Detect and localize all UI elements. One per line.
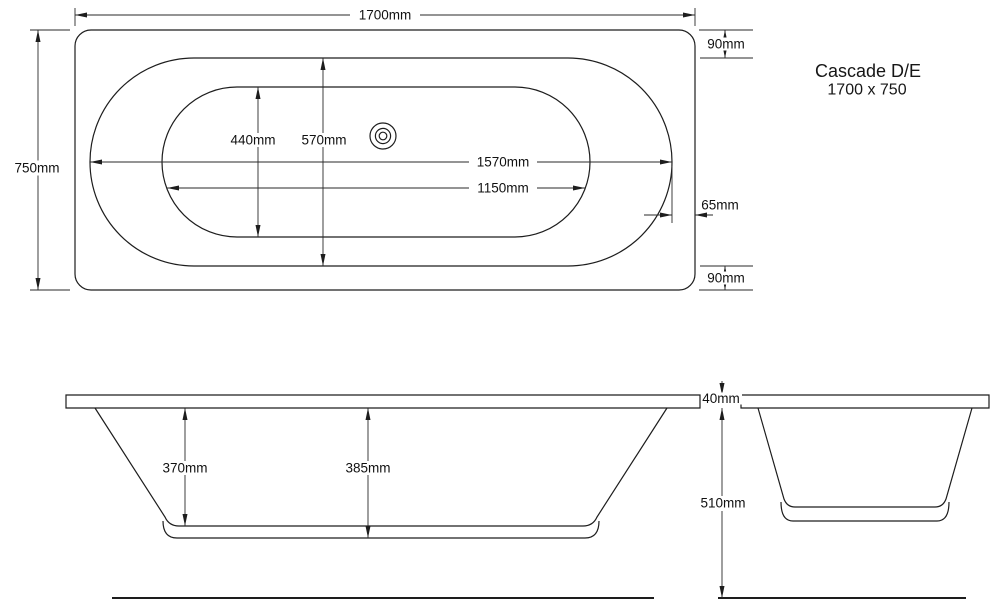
dim-rim-end: 65mm	[644, 166, 739, 223]
label-mask	[225, 133, 282, 147]
dim-label-basin-rim-length: 1570mm	[477, 155, 530, 170]
label-mask	[706, 37, 746, 51]
bath-base-profile	[780, 501, 950, 522]
dim-label-inner-depth: 370mm	[162, 461, 207, 476]
dim-outer-depth: 385mm	[340, 408, 397, 538]
drain-mid-ring	[374, 127, 392, 145]
label-mask	[696, 496, 750, 511]
dim-label-rim-bottom: 90mm	[707, 271, 745, 286]
dim-label-basin-rim-width: 570mm	[301, 133, 346, 148]
label-mask	[701, 392, 742, 405]
bath-base-profile	[162, 520, 600, 539]
label-mask	[157, 461, 214, 475]
dim-label-rim-top: 90mm	[707, 37, 745, 52]
model-size: 1700 x 750	[827, 82, 906, 99]
dim-label-basin-floor-width: 440mm	[230, 133, 275, 148]
label-mask	[350, 7, 420, 22]
bath-rim-outline	[74, 29, 696, 291]
dim-rim-thickness: 40mm	[701, 381, 742, 406]
end-view: 40mm 510mm	[696, 381, 990, 599]
dim-label-rim-end: 65mm	[701, 198, 739, 213]
dim-label-basin-floor-length: 1150mm	[477, 181, 529, 196]
label-mask	[296, 133, 353, 147]
dim-rim-top: 90mm	[699, 29, 753, 59]
dim-overall-length: 1700mm	[74, 7, 696, 26]
drain-outer-ring	[369, 122, 397, 150]
rim-profile	[740, 394, 990, 409]
title-block: Cascade D/E 1700 x 750	[815, 61, 921, 99]
dim-basin-rim-length: 1570mm	[90, 155, 672, 170]
label-mask	[706, 271, 746, 285]
dim-basin-floor-length: 1150mm	[167, 181, 585, 196]
top-view: 1700mm 750mm 90mm 90mm	[8, 7, 753, 291]
dim-overall-width: 750mm	[8, 29, 70, 291]
dim-overall-height: 510mm	[696, 408, 750, 598]
model-name: Cascade D/E	[815, 61, 921, 81]
dim-label-overall-length: 1700mm	[359, 8, 412, 23]
label-mask	[340, 461, 397, 475]
label-mask	[469, 181, 537, 195]
label-mask	[469, 155, 537, 169]
drain-inner-ring	[378, 131, 388, 141]
dim-label-rim-thickness: 40mm	[702, 391, 740, 406]
dim-label-overall-width: 750mm	[14, 161, 59, 176]
dim-label-outer-depth: 385mm	[345, 461, 390, 476]
dim-label-overall-height: 510mm	[700, 496, 745, 511]
drain-icon	[369, 122, 397, 150]
dim-rim-bottom: 90mm	[699, 265, 753, 291]
label-mask	[8, 160, 67, 176]
front-view: 370mm 385mm	[65, 394, 701, 599]
dim-inner-depth: 370mm	[157, 408, 214, 526]
bath-shell-profile	[757, 407, 973, 508]
bath-shell-profile	[94, 407, 668, 527]
rim-profile	[65, 394, 701, 409]
